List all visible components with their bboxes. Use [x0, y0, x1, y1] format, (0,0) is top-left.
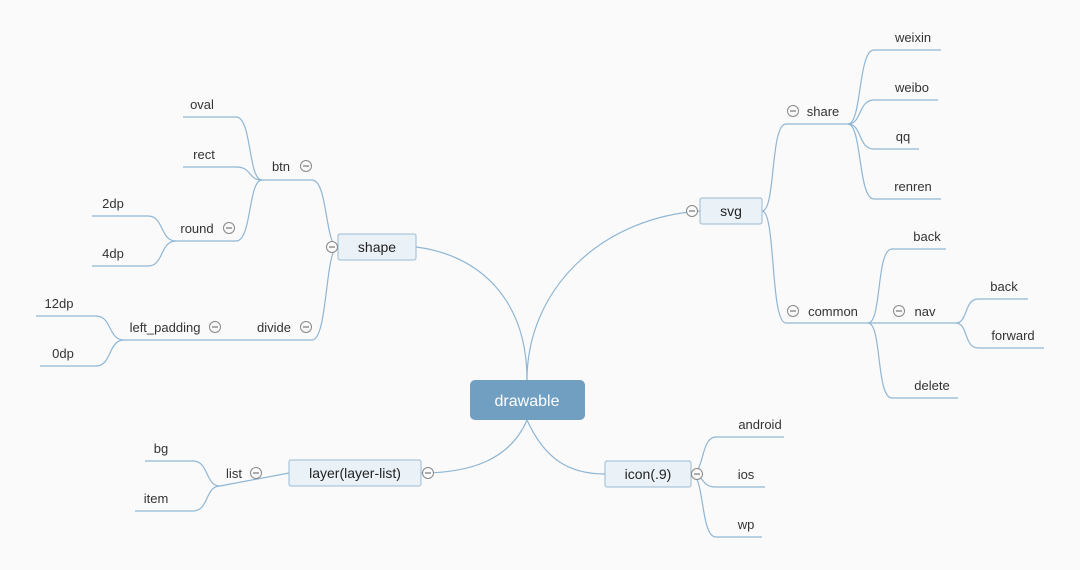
connectors: [36, 49, 1044, 538]
node-common[interactable]: common: [808, 304, 858, 319]
topic-icon[interactable]: icon(.9): [604, 460, 692, 488]
collapse-toggle-shape[interactable]: [326, 241, 338, 253]
topic-svg-label: svg: [720, 203, 742, 219]
connector-leftpadding-0dp: [40, 339, 125, 367]
collapse-toggle-icon[interactable]: [691, 468, 703, 480]
connector-root-layer: [420, 419, 528, 474]
collapse-toggle-list[interactable]: [250, 467, 262, 479]
collapse-toggle-divide[interactable]: [300, 321, 312, 333]
node-divide[interactable]: divide: [257, 320, 291, 335]
connector-layer-list: [219, 472, 290, 487]
node-wp[interactable]: wp: [737, 517, 755, 532]
node-item[interactable]: item: [144, 491, 169, 506]
node-round[interactable]: round: [180, 221, 213, 236]
connector-root-svg: [526, 210, 701, 381]
connector-svg-share: [761, 123, 848, 212]
topic-shape-label: shape: [358, 239, 396, 255]
node-renren[interactable]: renren: [894, 179, 932, 194]
connector-list-bg: [145, 460, 221, 487]
connector-common-back: [867, 248, 946, 324]
connector-common-delete: [867, 322, 958, 399]
node-list[interactable]: list: [226, 466, 242, 481]
connector-root-icon: [526, 419, 606, 475]
node-qq[interactable]: qq: [896, 129, 910, 144]
connector-round-4dp: [92, 240, 177, 267]
connector-share-qq: [847, 123, 919, 150]
topic-layer-label: layer(layer-list): [309, 465, 401, 481]
root-node[interactable]: drawable: [470, 380, 585, 420]
collapse-toggle-common[interactable]: [787, 305, 799, 317]
collapse-toggle-share[interactable]: [787, 105, 799, 117]
topic-layer[interactable]: layer(layer-list): [288, 459, 422, 487]
node-rect[interactable]: rect: [193, 147, 215, 162]
node-android[interactable]: android: [738, 417, 781, 432]
topic-shape[interactable]: shape: [337, 233, 417, 261]
connector-list-item: [135, 485, 221, 512]
node-weixin[interactable]: weixin: [894, 30, 931, 45]
node-2dp[interactable]: 2dp: [102, 196, 124, 211]
collapse-toggle-left-padding[interactable]: [209, 321, 221, 333]
node-oval[interactable]: oval: [190, 97, 214, 112]
connector-btn-rect: [183, 166, 263, 181]
collapse-toggle-layer[interactable]: [422, 467, 434, 479]
connector-btn-round: [176, 179, 263, 242]
node-left-padding[interactable]: left_padding: [130, 320, 201, 335]
collapse-toggle-btn[interactable]: [300, 160, 312, 172]
node-btn[interactable]: btn: [272, 159, 290, 174]
node-share[interactable]: share: [807, 104, 840, 119]
node-12dp[interactable]: 12dp: [45, 296, 74, 311]
node-delete[interactable]: delete: [914, 378, 949, 393]
node-nav-forward[interactable]: forward: [991, 328, 1034, 343]
node-4dp[interactable]: 4dp: [102, 246, 124, 261]
node-0dp[interactable]: 0dp: [52, 346, 74, 361]
collapse-toggle-nav[interactable]: [893, 305, 905, 317]
connector-svg-common: [761, 210, 868, 324]
connector-share-weibo: [847, 99, 938, 125]
collapse-toggle-round[interactable]: [223, 222, 235, 234]
node-bg[interactable]: bg: [154, 441, 168, 456]
root-label: drawable: [495, 393, 560, 410]
connector-share-renren: [847, 123, 941, 200]
topic-svg[interactable]: svg: [699, 197, 763, 225]
node-ios[interactable]: ios: [738, 467, 755, 482]
topic-icon-label: icon(.9): [625, 466, 672, 482]
connector-shape-btn: [262, 179, 339, 248]
connector-btn-oval: [183, 116, 263, 181]
connector-leftpadding-12dp: [36, 315, 125, 341]
connector-share-weixin: [847, 49, 941, 125]
node-weibo[interactable]: weibo: [894, 80, 929, 95]
connector-nav-back: [955, 298, 1028, 324]
node-nav[interactable]: nav: [915, 304, 936, 319]
node-nav-back[interactable]: back: [990, 279, 1018, 294]
connector-round-2dp: [92, 215, 177, 242]
node-common-back[interactable]: back: [913, 229, 941, 244]
connector-root-shape: [415, 246, 528, 381]
connector-nav-forward: [955, 322, 1044, 349]
collapse-toggle-svg[interactable]: [686, 205, 698, 217]
